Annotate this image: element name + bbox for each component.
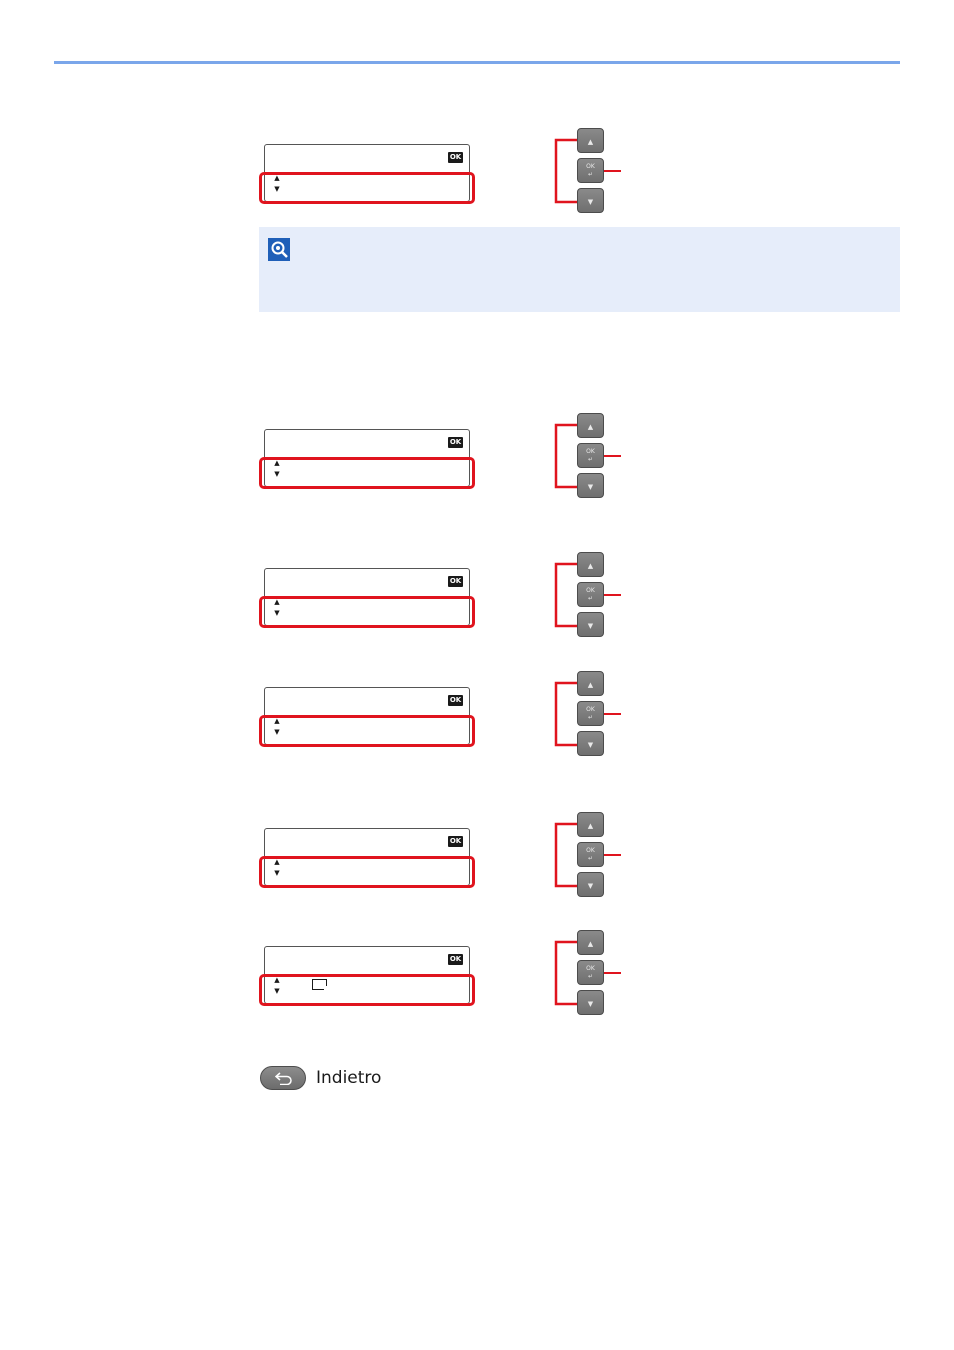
key-group-3: ▲ OK↵ ▼	[553, 552, 625, 642]
up-down-arrows-icon: ▲▼	[274, 459, 280, 478]
triangle-down-icon: ▼	[587, 198, 594, 206]
triangle-down-icon: ▼	[587, 882, 594, 890]
key-group-4: ▲ OK↵ ▼	[553, 671, 625, 761]
enter-icon: ↵	[587, 973, 594, 980]
lcd-display-4: OK ▲▼	[264, 687, 470, 745]
ok-key[interactable]: OK↵	[577, 443, 604, 468]
up-down-arrows-icon: ▲▼	[274, 598, 280, 617]
up-down-arrows-icon: ▲▼	[274, 717, 280, 736]
ok-key[interactable]: OK↵	[577, 960, 604, 985]
enter-icon: ↵	[587, 456, 594, 463]
enter-icon: ↵	[587, 714, 594, 721]
up-key[interactable]: ▲	[577, 930, 604, 955]
bracket-callout	[554, 562, 621, 628]
triangle-up-icon: ▲	[587, 822, 594, 830]
lcd-selection-row[interactable]: ▲▼	[265, 171, 469, 201]
down-key[interactable]: ▼	[577, 731, 604, 756]
lcd-selection-row[interactable]: ▲▼	[265, 456, 469, 486]
key-group-1: ▲ OK↵ ▼	[553, 128, 625, 218]
key-group-2: ▲ OK↵ ▼	[553, 413, 625, 503]
up-down-arrows-icon: ▲▼	[274, 858, 280, 877]
triangle-down-icon: ▼	[587, 741, 594, 749]
lcd-display-6: OK ▲▼	[264, 946, 470, 1004]
triangle-down-icon: ▼	[587, 1000, 594, 1008]
ok-key[interactable]: OK↵	[577, 701, 604, 726]
bracket-callout	[554, 940, 621, 1006]
up-key[interactable]: ▲	[577, 552, 604, 577]
lcd-display-3: OK ▲▼	[264, 568, 470, 626]
back-label: Indietro	[316, 1068, 382, 1088]
lcd-display-1: OK ▲▼	[264, 144, 470, 202]
triangle-up-icon: ▲	[587, 681, 594, 689]
triangle-up-icon: ▲	[587, 940, 594, 948]
down-key[interactable]: ▼	[577, 612, 604, 637]
triangle-up-icon: ▲	[587, 423, 594, 431]
note-icon	[268, 238, 290, 261]
triangle-down-icon: ▼	[587, 483, 594, 491]
enter-icon: ↵	[587, 595, 594, 602]
ok-badge: OK	[448, 954, 463, 965]
lcd-selection-row[interactable]: ▲▼	[265, 595, 469, 625]
bracket-callout	[554, 681, 621, 747]
up-key[interactable]: ▲	[577, 812, 604, 837]
ok-badge: OK	[448, 695, 463, 706]
lcd-selection-row[interactable]: ▲▼	[265, 855, 469, 885]
up-down-arrows-icon: ▲▼	[274, 174, 280, 193]
key-group-5: ▲ OK↵ ▼	[553, 812, 625, 902]
ok-badge: OK	[448, 152, 463, 163]
note-box	[259, 227, 900, 312]
bracket-callout	[554, 138, 621, 204]
back-arrow-icon	[275, 1072, 292, 1085]
ok-badge: OK	[448, 836, 463, 847]
lcd-display-2: OK ▲▼	[264, 429, 470, 487]
down-key[interactable]: ▼	[577, 473, 604, 498]
ok-key[interactable]: OK↵	[577, 582, 604, 607]
lcd-display-5: OK ▲▼	[264, 828, 470, 886]
ok-key[interactable]: OK↵	[577, 158, 604, 183]
ok-badge: OK	[448, 437, 463, 448]
bracket-callout	[554, 423, 621, 489]
triangle-up-icon: ▲	[587, 138, 594, 146]
down-key[interactable]: ▼	[577, 990, 604, 1015]
up-key[interactable]: ▲	[577, 413, 604, 438]
back-button[interactable]	[260, 1066, 306, 1090]
triangle-down-icon: ▼	[587, 622, 594, 630]
paper-size-icon	[312, 978, 327, 990]
lcd-selection-row[interactable]: ▲▼	[265, 714, 469, 744]
top-rule	[54, 61, 900, 64]
down-key[interactable]: ▼	[577, 872, 604, 897]
up-down-arrows-icon: ▲▼	[274, 976, 280, 995]
ok-key[interactable]: OK↵	[577, 842, 604, 867]
bracket-callout	[554, 822, 621, 888]
enter-icon: ↵	[587, 171, 594, 178]
ok-badge: OK	[448, 576, 463, 587]
lcd-selection-row[interactable]: ▲▼	[265, 973, 469, 1003]
key-group-6: ▲ OK↵ ▼	[553, 930, 625, 1020]
triangle-up-icon: ▲	[587, 562, 594, 570]
up-key[interactable]: ▲	[577, 128, 604, 153]
down-key[interactable]: ▼	[577, 188, 604, 213]
enter-icon: ↵	[587, 855, 594, 862]
up-key[interactable]: ▲	[577, 671, 604, 696]
